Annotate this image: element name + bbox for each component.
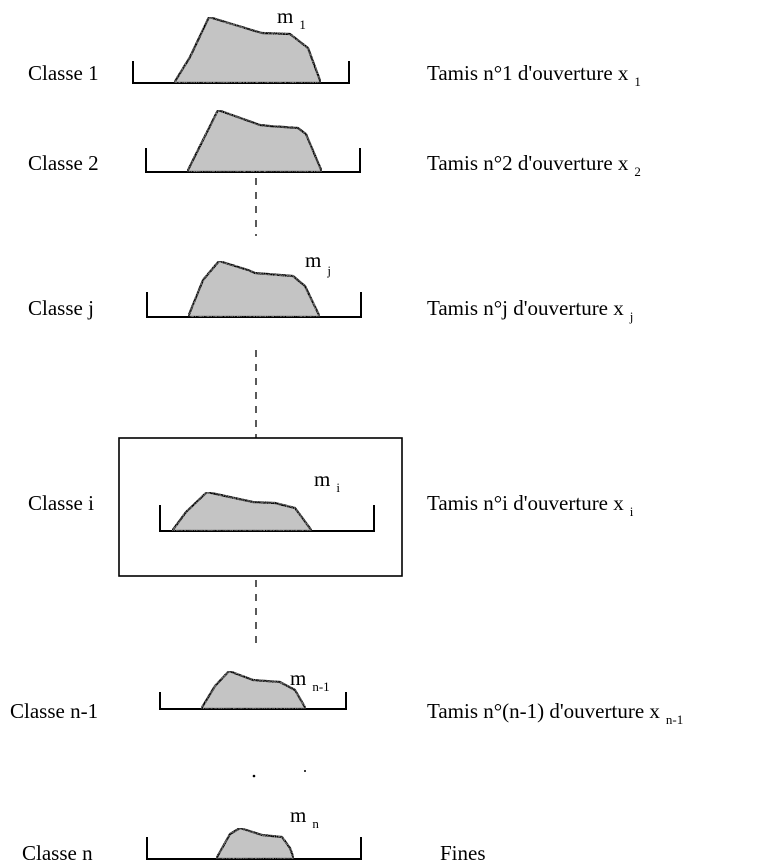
highlight-frame: [118, 437, 403, 577]
material-heap: [185, 108, 324, 174]
stray-dot: [304, 770, 306, 772]
class-label: Classe 1: [28, 61, 99, 85]
class-label: Classe j: [28, 296, 94, 320]
material-heap: [214, 826, 296, 861]
stray-dot: [252, 774, 256, 778]
fines-label: Fines: [440, 841, 486, 864]
material-heap: [170, 490, 314, 533]
class-label: Classe n-1: [10, 699, 98, 723]
class-label: Classe i: [28, 491, 94, 515]
material-heap: [199, 669, 308, 711]
class-label: Classe 2: [28, 151, 99, 175]
material-heap: [186, 259, 322, 319]
class-label: Classe n: [22, 841, 93, 864]
material-heap: [172, 15, 323, 85]
